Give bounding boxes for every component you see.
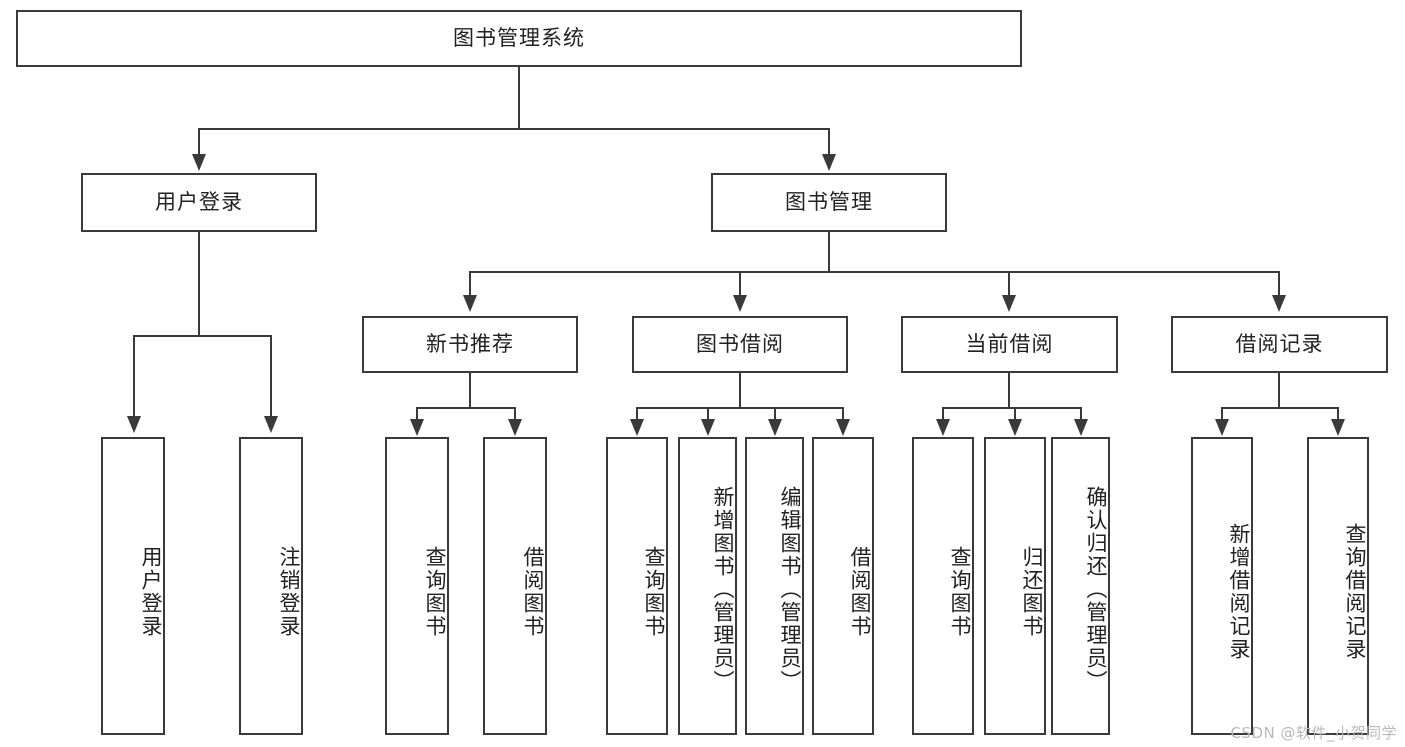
node-label: 借阅图书: [848, 546, 872, 638]
arrow-bm-to-curborrow: [1002, 295, 1016, 312]
arrow-rec-to-leaf2: [1331, 419, 1345, 436]
edge-rec-to-leaf1: [1221, 407, 1223, 421]
arrow-bb-to-leaf4: [836, 419, 850, 436]
arrow-newbook-to-leaf1: [410, 419, 424, 436]
edge-root-to-user-login: [198, 128, 200, 156]
arrow-bm-to-record: [1272, 295, 1286, 312]
arrow-cb-to-leaf1: [936, 419, 950, 436]
edge-user-login-stem: [198, 232, 200, 336]
arrow-root-to-book-manage: [822, 154, 836, 171]
node-label: 图书借阅: [696, 332, 784, 357]
edge-cb-to-leaf1: [942, 407, 944, 421]
edge-record-bus: [1221, 407, 1338, 409]
edge-bb-to-leaf1: [636, 407, 638, 421]
edge-root-bus: [198, 128, 830, 130]
node-book-borrow[interactable]: 图书借阅: [632, 316, 848, 373]
node-label: 用户登录: [139, 546, 163, 638]
edge-bm-to-newbook: [469, 271, 471, 296]
edge-bb-to-leaf4: [842, 407, 844, 421]
leaf-add-borrow-record[interactable]: 新增借阅记录: [1191, 437, 1253, 735]
leaf-query-book-borrow[interactable]: 查询图书: [606, 437, 668, 735]
node-label: 查询借阅记录: [1343, 523, 1367, 661]
edge-newbook-stem: [469, 373, 471, 408]
arrow-bb-to-leaf2: [701, 419, 715, 436]
node-label: 图书管理系统: [453, 26, 585, 51]
node-label: 归还图书: [1020, 546, 1044, 638]
edge-rec-to-leaf2: [1337, 407, 1339, 421]
leaf-query-borrow-record[interactable]: 查询借阅记录: [1307, 437, 1369, 735]
leaf-logout[interactable]: 注销登录: [239, 437, 303, 735]
node-label: 确认归还（管理员）: [1084, 485, 1108, 693]
node-label: 新书推荐: [426, 332, 514, 357]
arrow-cb-to-leaf2: [1008, 419, 1022, 436]
edge-bm-to-bookborrow: [739, 271, 741, 296]
arrow-root-to-user-login: [192, 154, 206, 171]
node-label: 新增借阅记录: [1227, 523, 1251, 661]
arrow-user-login-to-leaf2: [264, 416, 278, 433]
edge-cb-to-leaf2: [1014, 407, 1016, 421]
arrow-cb-to-leaf3: [1074, 419, 1088, 436]
node-new-book-recommend[interactable]: 新书推荐: [362, 316, 578, 373]
node-current-borrow[interactable]: 当前借阅: [901, 316, 1118, 373]
edge-bm-to-curborrow: [1008, 271, 1010, 296]
arrow-bm-to-newbook: [463, 295, 477, 312]
arrow-newbook-to-leaf2: [508, 419, 522, 436]
edge-bookborrow-bus: [636, 407, 844, 409]
node-label: 借阅图书: [521, 546, 545, 638]
edge-curborrow-bus: [942, 407, 1081, 409]
edge-cb-to-leaf3: [1080, 407, 1082, 421]
leaf-edit-book-admin[interactable]: 编辑图书（管理员）: [745, 437, 804, 735]
edge-bookborrow-stem: [739, 373, 741, 408]
edge-newbook-bus: [416, 407, 515, 409]
node-label: 查询图书: [642, 546, 666, 638]
edge-root-to-book-manage: [828, 128, 830, 156]
edge-book-manage-stem: [828, 232, 830, 272]
node-root-book-management-system[interactable]: 图书管理系统: [16, 10, 1022, 67]
leaf-borrow-book-recommend[interactable]: 借阅图书: [483, 437, 547, 735]
leaf-query-book-current[interactable]: 查询图书: [912, 437, 974, 735]
leaf-user-login[interactable]: 用户登录: [101, 437, 165, 735]
leaf-confirm-return-admin[interactable]: 确认归还（管理员）: [1051, 437, 1110, 735]
node-label: 新增图书（管理员）: [711, 485, 735, 693]
leaf-query-book-recommend[interactable]: 查询图书: [385, 437, 449, 735]
node-label: 当前借阅: [965, 332, 1054, 357]
edge-bb-to-leaf2: [707, 407, 709, 421]
edge-newbook-to-leaf2: [514, 407, 516, 421]
node-label: 查询图书: [948, 546, 972, 638]
node-label: 查询图书: [423, 546, 447, 638]
node-label: 图书管理: [785, 190, 873, 215]
node-label: 注销登录: [277, 546, 301, 638]
edge-book-manage-bus: [469, 271, 1280, 273]
edge-user-login-to-leaf1: [133, 335, 135, 417]
edge-bm-to-record: [1278, 271, 1280, 296]
edge-user-login-bus: [133, 335, 271, 337]
watermark: CSDN @软件_小贺同学: [1230, 724, 1397, 742]
edge-root-stem: [518, 67, 520, 129]
node-label: 借阅记录: [1235, 332, 1324, 357]
edge-newbook-to-leaf1: [416, 407, 418, 421]
leaf-return-book[interactable]: 归还图书: [984, 437, 1046, 735]
edge-curborrow-stem: [1008, 373, 1010, 408]
arrow-bm-to-bookborrow: [733, 295, 747, 312]
node-borrow-record[interactable]: 借阅记录: [1171, 316, 1388, 373]
leaf-borrow-book[interactable]: 借阅图书: [812, 437, 874, 735]
edge-user-login-to-leaf2: [270, 335, 272, 417]
node-label: 用户登录: [155, 190, 243, 215]
arrow-rec-to-leaf1: [1215, 419, 1229, 436]
leaf-add-book-admin[interactable]: 新增图书（管理员）: [678, 437, 737, 735]
edge-bb-to-leaf3: [774, 407, 776, 421]
arrow-bb-to-leaf3: [768, 419, 782, 436]
node-label: 编辑图书（管理员）: [778, 485, 802, 693]
arrow-user-login-to-leaf1: [127, 416, 141, 433]
node-book-manage[interactable]: 图书管理: [711, 173, 947, 232]
node-user-login[interactable]: 用户登录: [81, 173, 317, 232]
arrow-bb-to-leaf1: [630, 419, 644, 436]
edge-record-stem: [1278, 373, 1280, 408]
